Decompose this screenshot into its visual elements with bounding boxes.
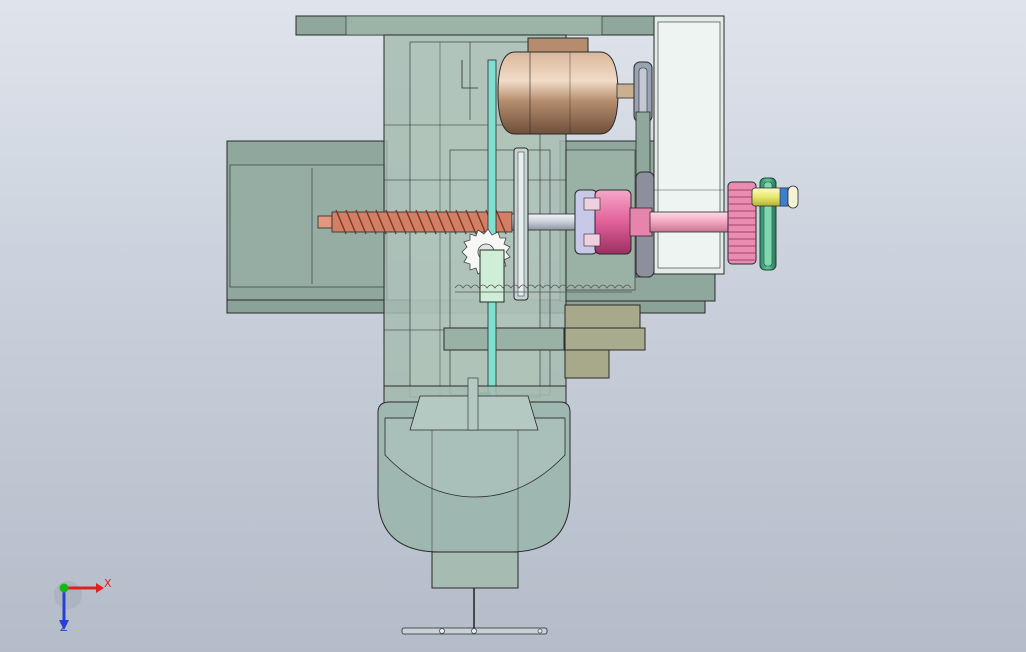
drive-motor — [497, 37, 636, 135]
triad-z-label: Z — [60, 621, 68, 634]
triad-z-arrow — [59, 620, 69, 630]
output-shaft — [649, 211, 731, 233]
lower-head — [377, 377, 571, 553]
triad-y-axis — [59, 583, 69, 593]
triad-x-arrow — [96, 583, 104, 593]
output-spur-gear — [727, 181, 757, 265]
shaft-coupling — [574, 189, 653, 255]
vertical-disc — [513, 147, 529, 301]
triad-x-label: X — [104, 577, 112, 590]
coordinate-triad — [54, 581, 104, 630]
slider-block — [479, 249, 505, 303]
yellow-stub-shaft — [751, 185, 799, 209]
horizontal-rack — [454, 284, 632, 293]
gearbox-housing — [653, 15, 725, 275]
spindle-nose — [401, 551, 548, 635]
top-flange — [295, 15, 657, 36]
stepped-supports — [443, 304, 646, 379]
lead-screw — [317, 209, 579, 235]
